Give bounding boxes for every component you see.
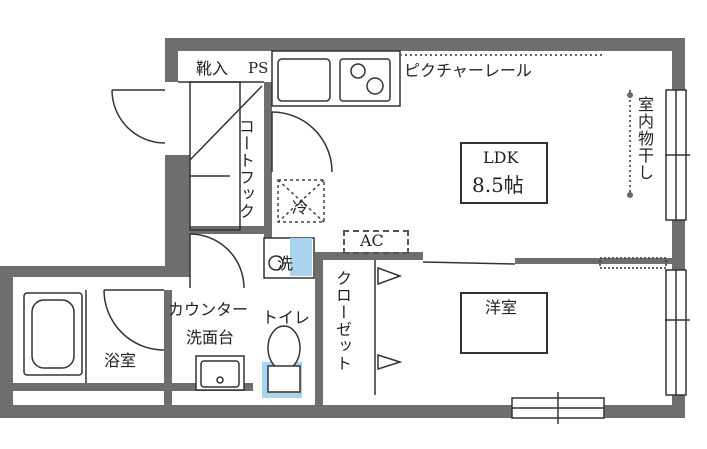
washer-label: 洗: [277, 254, 294, 273]
sliding-partition: [422, 257, 667, 269]
drying-hooks: [627, 92, 633, 198]
ldk-title: LDK: [483, 148, 519, 167]
washer-space: [263, 237, 315, 279]
fridge-space: [277, 179, 325, 223]
coat-hook-label: コートフック: [236, 118, 255, 220]
entrance-door: [111, 89, 166, 144]
picture-rail-label: ピクチャーレール: [404, 61, 532, 80]
ac-label: AC: [360, 231, 384, 250]
western-room-label-box: [460, 292, 548, 354]
right-windows: [665, 89, 690, 396]
counter-label: カウンター: [168, 300, 249, 319]
western-room-label: 洋室: [485, 298, 518, 317]
bathroom-door: [85, 289, 165, 383]
ldk-label-box: [460, 142, 548, 204]
ac-box: [343, 230, 409, 254]
washstand-label: 洗面台: [186, 328, 235, 347]
kitchen-counter: [271, 50, 401, 107]
closet-doors: [374, 260, 403, 395]
ldk-size: 8.5帖: [472, 173, 524, 197]
indoor-drying-label: 室内物干し: [635, 96, 654, 181]
toilet: [262, 325, 302, 398]
fridge-label: 冷: [292, 198, 309, 217]
wash-door: [189, 233, 245, 289]
bathroom-label: 浴室: [104, 351, 137, 370]
toilet-label: トイレ: [262, 308, 311, 327]
shoe-storage-label: 靴入: [196, 59, 229, 78]
wash-basin: [195, 355, 245, 391]
bathtub: [23, 292, 83, 376]
ldk-door: [271, 111, 333, 173]
entrance-lines: [178, 81, 264, 231]
closet-label: クローゼット: [333, 270, 352, 372]
bottom-window: [511, 392, 605, 424]
ps-label: PS: [248, 59, 269, 77]
